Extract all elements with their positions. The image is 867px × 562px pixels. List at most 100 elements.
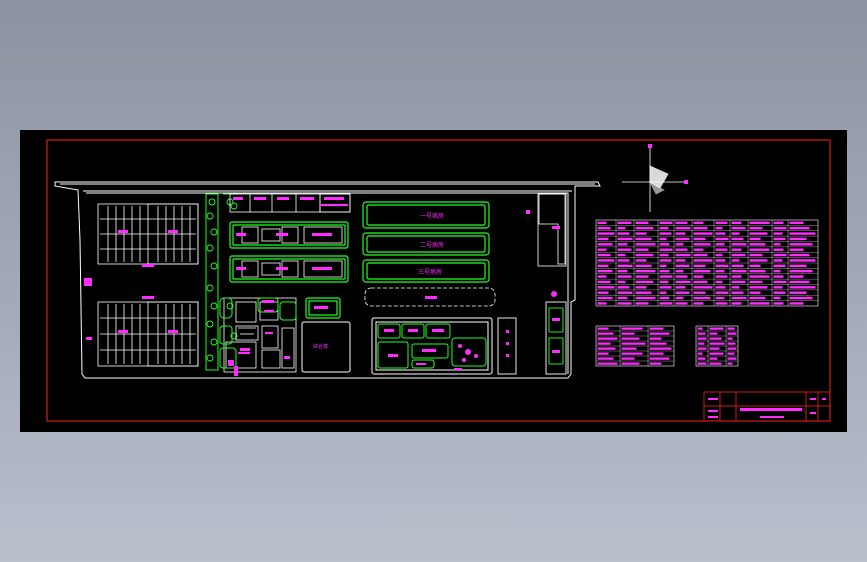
table-cell bbox=[597, 237, 609, 241]
table-cell bbox=[597, 342, 611, 345]
table-cell bbox=[773, 275, 784, 278]
table-cell bbox=[715, 280, 723, 284]
table-cell bbox=[749, 226, 763, 230]
table-cell bbox=[649, 337, 662, 340]
big-room-label: 综合楼 bbox=[313, 343, 328, 350]
table-cell bbox=[693, 232, 713, 235]
table-cell bbox=[749, 269, 766, 273]
table-cell bbox=[635, 253, 654, 257]
table-cell bbox=[693, 221, 704, 225]
table-cell bbox=[659, 253, 669, 257]
table-cell bbox=[749, 264, 761, 268]
table-cell bbox=[649, 332, 670, 335]
table-cell bbox=[709, 357, 718, 360]
table-cell bbox=[635, 232, 647, 235]
lower-left-buildings bbox=[223, 297, 297, 373]
table-cell bbox=[597, 302, 607, 305]
table-cell bbox=[709, 362, 722, 365]
table-cell bbox=[727, 342, 736, 345]
table-cell bbox=[773, 221, 784, 225]
table-cell bbox=[597, 275, 607, 278]
table-cell bbox=[731, 264, 744, 268]
table-cell bbox=[749, 291, 761, 294]
parking-markers bbox=[84, 230, 178, 340]
table-cell bbox=[621, 327, 643, 330]
table-cell bbox=[597, 362, 618, 365]
table-cell bbox=[697, 327, 703, 330]
table-cell bbox=[597, 296, 613, 300]
table-cell bbox=[659, 291, 667, 294]
table-cell bbox=[727, 337, 733, 340]
table-cell bbox=[731, 275, 742, 278]
table-cell bbox=[773, 264, 786, 268]
table-cell bbox=[635, 226, 654, 230]
table-cell bbox=[731, 291, 744, 294]
table-cell bbox=[597, 291, 609, 294]
table-cell bbox=[649, 352, 664, 355]
table-cell bbox=[709, 332, 718, 335]
table-cell bbox=[597, 357, 614, 360]
table-cell bbox=[635, 264, 652, 268]
table-cell bbox=[693, 269, 711, 273]
cad-viewport[interactable]: 一号病房 二号病房 三号病房 bbox=[20, 130, 847, 432]
table-cell bbox=[697, 337, 707, 340]
table-cell bbox=[659, 264, 667, 268]
table-cell bbox=[597, 269, 613, 273]
table-cell bbox=[675, 286, 686, 289]
lower-center-labels bbox=[384, 329, 478, 370]
table-cell bbox=[749, 253, 763, 257]
table-cell bbox=[715, 237, 729, 241]
table-cell bbox=[617, 237, 633, 241]
table-cell bbox=[659, 259, 672, 262]
table-cell bbox=[731, 226, 746, 230]
table-cell bbox=[773, 243, 781, 246]
table-cell bbox=[649, 362, 662, 365]
table-cell bbox=[773, 253, 787, 257]
table-cell bbox=[617, 296, 628, 300]
table-cell bbox=[693, 237, 706, 241]
table-cell bbox=[731, 286, 740, 289]
table-cell bbox=[749, 237, 761, 241]
table-cell bbox=[693, 286, 713, 289]
lower-left-labels bbox=[228, 300, 290, 376]
table-cell bbox=[727, 362, 733, 365]
table-cell bbox=[749, 248, 770, 251]
table-cell bbox=[715, 286, 726, 289]
small-table-right-cells bbox=[696, 326, 738, 366]
table-cell bbox=[749, 232, 768, 235]
table-cell bbox=[697, 352, 703, 355]
table-cell bbox=[675, 221, 688, 225]
table-cell bbox=[749, 221, 770, 225]
table-cell bbox=[675, 264, 690, 268]
table-cell bbox=[597, 327, 609, 330]
table-cell bbox=[659, 232, 672, 235]
table-cell bbox=[675, 253, 691, 257]
table-cell bbox=[675, 237, 690, 241]
table-cell bbox=[635, 248, 649, 251]
table-cell bbox=[697, 342, 705, 345]
table-cell bbox=[617, 226, 626, 230]
table-cell bbox=[715, 264, 729, 268]
ward-3-label: 三号病房 bbox=[418, 268, 442, 276]
table-cell bbox=[621, 332, 635, 335]
table-cell bbox=[693, 302, 704, 305]
table-cell bbox=[789, 221, 804, 225]
table-cell bbox=[697, 332, 706, 335]
ward-1-label: 一号病房 bbox=[420, 212, 444, 220]
table-cell bbox=[715, 243, 725, 246]
building-block-labels bbox=[236, 233, 332, 270]
table-cell bbox=[727, 352, 735, 355]
table-cell bbox=[697, 362, 707, 365]
table-cell bbox=[659, 302, 673, 305]
table-cell bbox=[727, 332, 737, 335]
north-compass-icon bbox=[622, 148, 684, 212]
table-cell bbox=[693, 275, 704, 278]
table-cell bbox=[749, 259, 768, 262]
table-cell bbox=[675, 259, 686, 262]
table-cell bbox=[693, 264, 706, 268]
table-cell bbox=[693, 253, 708, 257]
table-cell bbox=[789, 280, 810, 284]
table-cell bbox=[789, 232, 816, 235]
table-cell bbox=[697, 347, 707, 350]
site-boundary bbox=[54, 181, 601, 379]
